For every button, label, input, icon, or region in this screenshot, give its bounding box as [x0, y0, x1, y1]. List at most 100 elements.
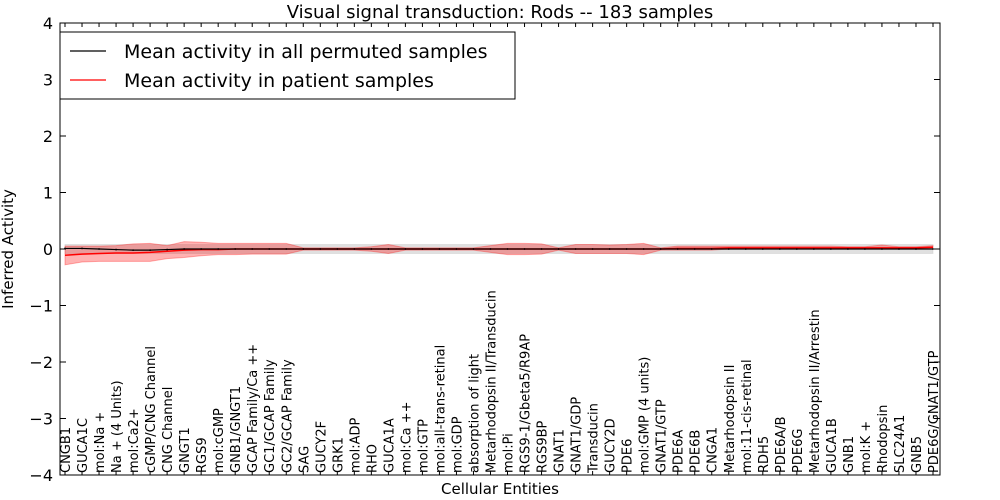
data-point-permuted: [795, 248, 798, 250]
x-tick-label: GCAP Family/Ca ++: [246, 344, 261, 473]
data-point-permuted: [881, 248, 883, 250]
chart-title: Visual signal transduction: Rods -- 183 …: [287, 2, 714, 23]
x-tick-label: Metarhodopsin II/Arrestin: [808, 309, 823, 473]
data-point-permuted: [421, 248, 424, 250]
data-point-permuted: [659, 248, 662, 250]
legend-label-patient: Mean activity in patient samples: [124, 70, 434, 92]
x-tick-label: RDH5: [757, 436, 772, 473]
y-tick-label: 3: [43, 71, 53, 90]
x-tick-label: mol:Pi: [502, 433, 517, 473]
data-point-permuted: [761, 248, 764, 250]
x-tick-label: Metarhodopsin II/Transducin: [484, 290, 499, 473]
x-tick-label: mol:all-trans-retinal: [433, 345, 448, 473]
y-tick-label: 4: [43, 14, 53, 33]
data-point-permuted: [166, 248, 169, 251]
x-tick-label: PDE6G/GNAT1/GTP: [927, 350, 942, 473]
x-tick-label: GC1/GCAP Family: [263, 359, 278, 473]
x-tick-label: mol:GDP: [450, 416, 465, 473]
x-tick-label: GUCY2F: [314, 421, 329, 473]
x-tick-label: RGS9: [195, 437, 210, 473]
data-point-permuted: [200, 248, 203, 250]
data-point-permuted: [268, 248, 271, 250]
x-axis-label: Cellular Entities: [441, 480, 559, 498]
x-tick-label: mol:GMP (4 units): [638, 357, 653, 473]
x-tick-label: CNGA1: [706, 427, 721, 473]
y-tick-label: −2: [29, 353, 53, 372]
x-tick-label: GNAT1: [553, 429, 568, 473]
data-point-permuted: [557, 248, 560, 250]
x-tick-label: PDE6A: [672, 430, 687, 473]
data-point-permuted: [932, 248, 934, 250]
x-tick-label: GNB5: [910, 436, 925, 473]
data-point-permuted: [829, 248, 832, 250]
x-tick-label: mol:K +: [859, 421, 874, 473]
data-point-permuted: [98, 248, 100, 250]
x-tick-label: mol:11-cis-retinal: [740, 359, 755, 473]
data-point-permuted: [710, 248, 713, 250]
legend: Mean activity in all permuted samples Me…: [59, 31, 516, 100]
data-point-permuted: [404, 248, 407, 250]
x-tick-label: mol:Na +: [93, 412, 108, 473]
data-point-permuted: [489, 248, 492, 250]
x-tick-label: CNGB1: [59, 427, 74, 473]
x-tick-label: GNAT1/GDP: [570, 397, 585, 473]
data-point-permuted: [727, 248, 730, 250]
x-tick-label: RGS9-1/Gbeta5/R9AP: [519, 334, 534, 473]
x-tick-label: GUCA1A: [382, 418, 397, 473]
data-point-permuted: [472, 248, 475, 250]
y-tick-label: −3: [29, 410, 53, 429]
data-point-permuted: [642, 248, 645, 250]
x-tick-label: PDE6G: [791, 429, 806, 473]
x-tick-label: mol:GTP: [416, 419, 431, 473]
data-point-permuted: [812, 248, 815, 250]
data-point-permuted: [387, 248, 390, 250]
series-line-permuted: [65, 247, 933, 251]
x-tick-label: SAG: [297, 446, 312, 473]
data-point-permuted: [676, 248, 679, 250]
data-point-permuted: [898, 248, 900, 250]
data-point-permuted: [574, 248, 577, 250]
x-tick-label: GNAT1/GTP: [655, 399, 670, 473]
x-tick-label: GRK1: [331, 437, 346, 473]
data-point-permuted: [591, 248, 594, 250]
x-tick-label: PDE6: [621, 439, 636, 473]
x-tick-label: Metarhodopsin II: [723, 365, 738, 473]
data-point-permuted: [864, 248, 866, 250]
data-point-permuted: [234, 248, 237, 250]
y-tick-label: 1: [43, 184, 53, 203]
data-point-permuted: [81, 247, 83, 250]
data-point-permuted: [132, 249, 134, 252]
x-tick-label: mol:cGMP: [212, 408, 227, 473]
legend-box: [59, 31, 516, 100]
data-point-permuted: [744, 248, 747, 250]
x-tick-label: mol:Ca ++: [399, 401, 414, 473]
data-point-permuted: [217, 248, 220, 250]
y-tick-label: −4: [29, 466, 53, 485]
x-tick-label: GNB1: [842, 436, 857, 473]
x-tick-label: CNG Channel: [161, 387, 176, 473]
data-point-permuted: [149, 249, 151, 252]
data-point-permuted: [370, 248, 373, 250]
data-point-permuted: [336, 248, 339, 250]
x-tick-label: GNGT1: [178, 427, 193, 473]
data-point-permuted: [915, 248, 917, 250]
x-tick-label: mol:Ca2+: [127, 408, 142, 473]
y-tick-label: 2: [43, 127, 53, 146]
x-tick-label: GNB1/GNGT1: [229, 386, 244, 473]
x-tick-label: RHO: [365, 444, 380, 473]
plot-frame: [59, 22, 941, 476]
data-point-permuted: [847, 248, 849, 250]
x-tick-label: GUCY2D: [604, 418, 619, 473]
data-point-permuted: [625, 248, 628, 250]
x-tick-label: GUCA1B: [825, 418, 840, 473]
x-tick-label: SLC24A1: [893, 415, 908, 473]
x-tick-label: PDE6A/B: [774, 416, 789, 473]
data-point-permuted: [115, 248, 117, 251]
x-tick-label: GC2/GCAP Family: [280, 359, 295, 473]
x-tick-label: absorption of light: [467, 354, 482, 473]
data-point-permuted: [183, 248, 186, 250]
data-point-permuted: [455, 248, 458, 250]
data-point-permuted: [285, 248, 288, 250]
data-point-permuted: [778, 248, 781, 250]
